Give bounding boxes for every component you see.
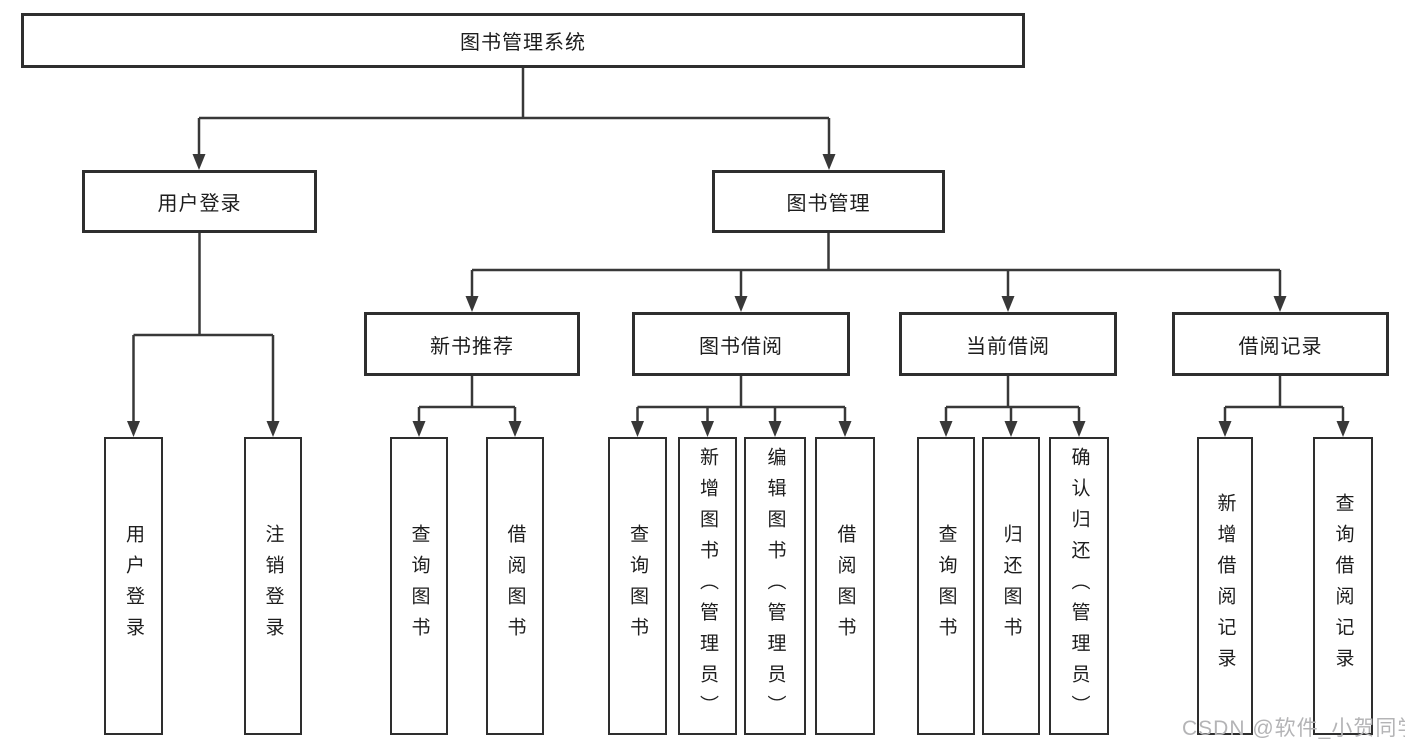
- node-recommend-borrow-books-label: 借阅图书: [504, 524, 526, 648]
- node-records-add-record-label: 新增借阅记录: [1214, 493, 1236, 679]
- node-current-confirm-return-admin-label: 确认归还（管理员）: [1068, 446, 1090, 726]
- node-current-query-books: 查询图书: [917, 437, 975, 735]
- csdn-watermark: CSDN @软件_小贺同学: [1182, 717, 1405, 740]
- node-recommend-query-books-label: 查询图书: [408, 524, 430, 648]
- node-current-confirm-return-admin: 确认归还（管理员）: [1049, 437, 1109, 735]
- node-logout-label: 注销登录: [262, 524, 284, 648]
- node-book-management: 图书管理: [712, 170, 945, 233]
- node-current-borrowing: 当前借阅: [899, 312, 1117, 376]
- node-library-system: 图书管理系统: [21, 13, 1025, 68]
- node-borrowing-edit-books-admin: 编辑图书（管理员）: [744, 437, 806, 735]
- node-recommend-borrow-books: 借阅图书: [486, 437, 544, 735]
- node-borrowing-query-books: 查询图书: [608, 437, 667, 735]
- node-records-query-record-label: 查询借阅记录: [1332, 493, 1354, 679]
- node-borrowing-records: 借阅记录: [1172, 312, 1389, 376]
- node-user-login: 用户登录: [82, 170, 317, 233]
- node-login-label: 用户登录: [123, 524, 144, 648]
- node-current-return-books-label: 归还图书: [1000, 524, 1022, 648]
- node-borrowing-query-books-label: 查询图书: [627, 524, 648, 648]
- node-recommend-query-books: 查询图书: [390, 437, 448, 735]
- node-borrowing-add-books-admin: 新增图书（管理员）: [678, 437, 737, 735]
- node-logout: 注销登录: [244, 437, 302, 735]
- node-borrowing-borrow-books: 借阅图书: [815, 437, 875, 735]
- node-current-query-books-label: 查询图书: [935, 524, 957, 648]
- node-login: 用户登录: [104, 437, 163, 735]
- node-borrowing-edit-books-admin-label: 编辑图书（管理员）: [764, 446, 786, 726]
- node-records-query-record: 查询借阅记录: [1313, 437, 1373, 735]
- node-borrowing-add-books-admin-label: 新增图书（管理员）: [697, 446, 718, 726]
- node-borrowing-borrow-books-label: 借阅图书: [834, 524, 856, 648]
- node-book-borrowing: 图书借阅: [632, 312, 850, 376]
- node-records-add-record: 新增借阅记录: [1197, 437, 1253, 735]
- node-new-book-recommend: 新书推荐: [364, 312, 580, 376]
- node-current-return-books: 归还图书: [982, 437, 1040, 735]
